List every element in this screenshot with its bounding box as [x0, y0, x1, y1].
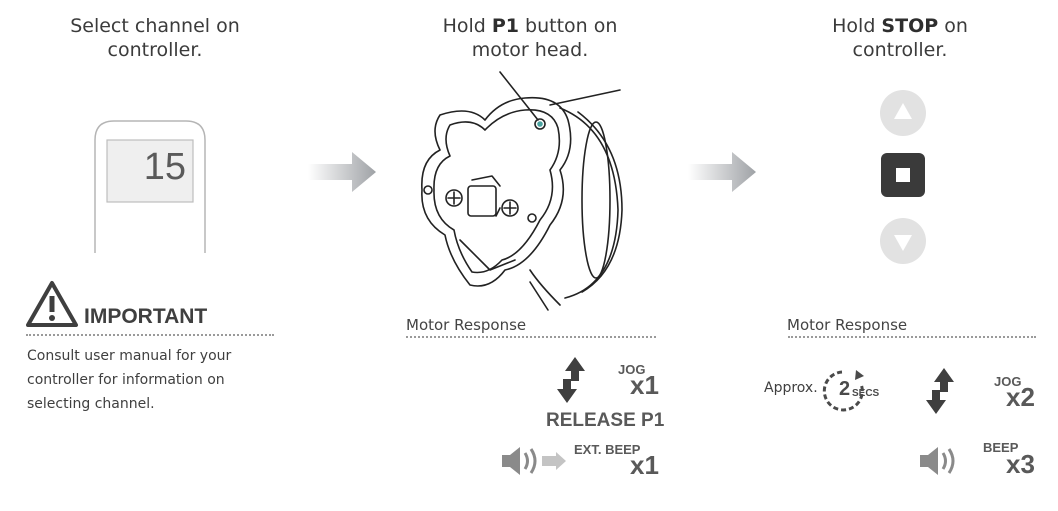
down-button-icon [880, 218, 926, 264]
step3-jog-arrows-icon [926, 368, 954, 414]
step2-title: Hold P1 button on motor head. [400, 14, 660, 62]
channel-display-screen [106, 139, 194, 203]
beep-speaker-icon [920, 447, 955, 475]
step2-ext-beep-label: EXT. BEEP [574, 442, 641, 457]
step-arrow-2-icon [688, 152, 756, 192]
step3-title-pre: Hold [832, 15, 882, 37]
remote-controller-illustration [94, 120, 206, 253]
step2-motor-response-label: Motor Response [406, 316, 527, 334]
important-body: Consult user manual for your controller … [27, 344, 231, 416]
up-button-icon [880, 90, 926, 136]
release-p1-label: RELEASE P1 [546, 410, 665, 431]
timer-icon [822, 370, 864, 412]
important-body-line2: controller for information on [27, 372, 225, 388]
step3-title-post: on [938, 15, 968, 37]
step3-jog-label: JOG [994, 374, 1022, 389]
step3-title-bold: STOP [881, 15, 939, 37]
step2-jog-label: JOG [618, 362, 646, 377]
step3-jog-count: x2 [1006, 382, 1035, 412]
jog-up-down-arrows-icon [557, 357, 585, 403]
step3-title-line1: Hold STOP on [780, 14, 1020, 38]
step3-response-divider [788, 336, 1036, 338]
step2-title-line2: motor head. [471, 39, 589, 61]
step3-beep-label: BEEP [983, 440, 1019, 455]
step2-title-post: button on [519, 15, 618, 37]
step1-title-line2: controller. [107, 39, 203, 61]
step-arrow-1-icon [308, 152, 376, 192]
step3-title: Hold STOP on controller. [780, 14, 1020, 62]
step2-jog-count: x1 [630, 370, 659, 400]
warning-triangle-icon [26, 281, 78, 327]
step2-title-pre: Hold [442, 15, 492, 37]
timer-value: 2 [839, 378, 851, 400]
channel-number: 15 [143, 146, 186, 188]
stop-button-icon [881, 153, 925, 197]
important-heading: IMPORTANT [84, 305, 208, 328]
important-body-line3: selecting channel. [27, 396, 155, 412]
step3-title-line2: controller. [852, 39, 948, 61]
step3-motor-response-label: Motor Response [787, 316, 908, 334]
step2-title-line1: Hold P1 button on [400, 14, 660, 38]
step2-title-bold: P1 [491, 15, 520, 37]
step2-ext-beep-count: x1 [630, 450, 659, 480]
important-body-line1: Consult user manual for your [27, 348, 232, 364]
approx-label: Approx. [764, 380, 818, 396]
step3-beep-count: x3 [1006, 449, 1035, 479]
timer-unit: SECS [852, 388, 880, 399]
ext-beep-speaker-icon [502, 447, 566, 475]
important-divider [26, 334, 274, 336]
step1-title: Select channel on controller. [40, 14, 270, 62]
step2-response-divider [406, 336, 656, 338]
motor-head-illustration [421, 71, 623, 311]
step1-title-line1: Select channel on [70, 15, 240, 37]
